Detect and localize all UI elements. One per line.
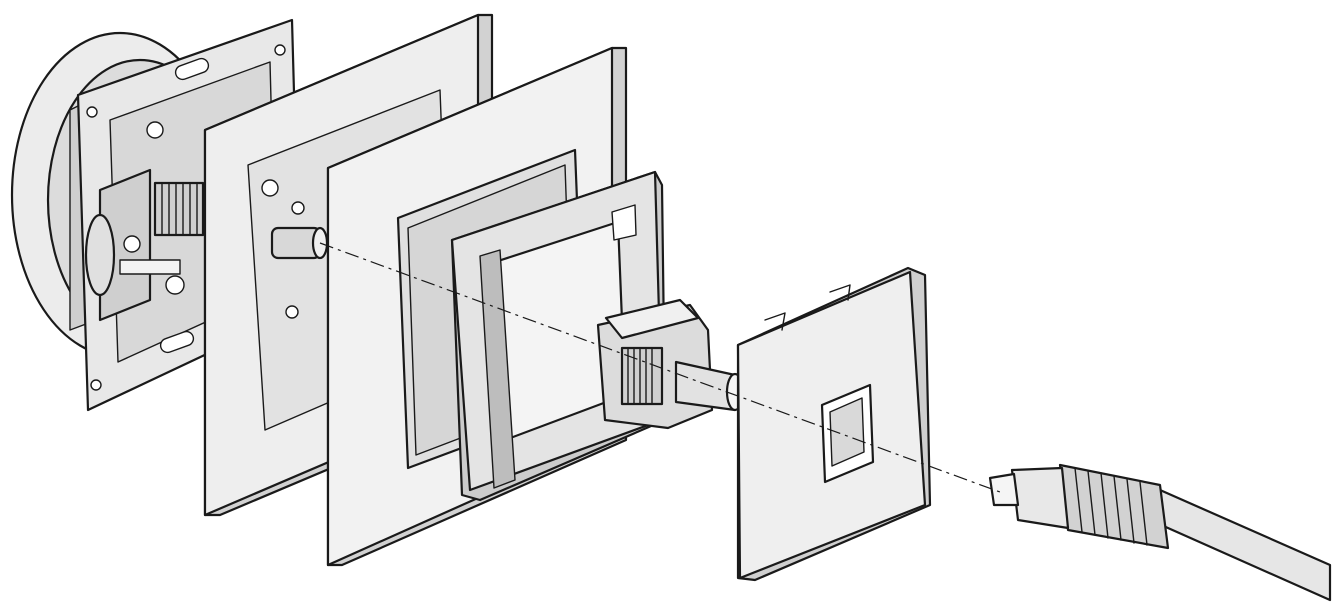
- cover-plate-port-inner: [829, 397, 865, 467]
- cover-plate: [736, 266, 932, 582]
- terminal-pin: [119, 259, 181, 275]
- coax-plug-cable: [988, 463, 1332, 602]
- screw-hole-icon: [285, 305, 299, 319]
- rg6-cut-connector: [596, 298, 745, 430]
- screw-icon: [123, 235, 141, 253]
- screw-icon: [165, 275, 185, 295]
- screw-hole-icon: [90, 379, 102, 391]
- connector-barrel: [674, 360, 737, 412]
- coax-cable: [1148, 488, 1332, 602]
- connector-housing-top: [604, 298, 700, 340]
- cover-plate-clip: [764, 312, 786, 331]
- screw-hole-icon: [86, 106, 98, 118]
- threaded-connector: [153, 181, 205, 237]
- plug-tip: [988, 472, 1020, 507]
- slot-hole-icon: [174, 57, 210, 81]
- assembly-axis-line: [319, 242, 1001, 493]
- screw-icon: [261, 179, 279, 197]
- latch-arrow-icon: [611, 204, 637, 241]
- screw-icon: [146, 121, 164, 139]
- cover-plate-clip: [829, 284, 851, 301]
- inner-frame-side-rail: [479, 249, 516, 489]
- plug-body: [1010, 466, 1070, 530]
- mechanism-clamp: [84, 213, 116, 297]
- screw-hole-icon: [291, 201, 305, 215]
- screw-hole-icon: [274, 44, 286, 56]
- slot-hole-icon: [159, 330, 195, 354]
